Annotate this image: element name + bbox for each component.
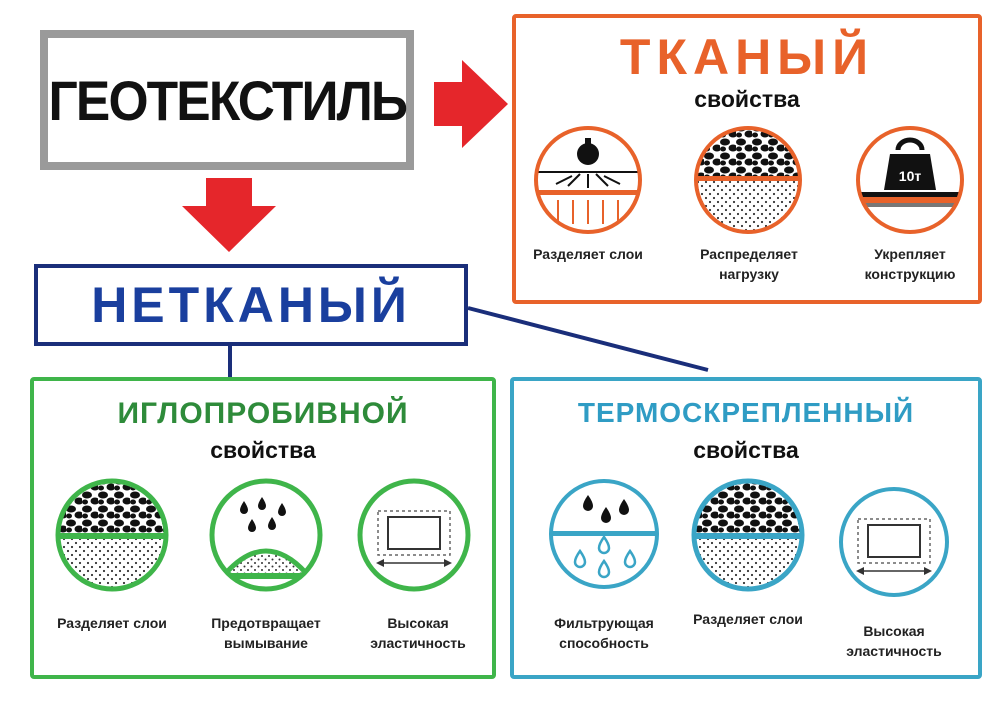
filtration-icon [549, 479, 659, 589]
thermo-subtitle: свойства [693, 437, 799, 463]
needle-caption-3-line2: эластичность [370, 635, 466, 651]
root-title: ГЕОТЕКСТИЛЬ [48, 68, 407, 132]
layer-separation-icon [691, 478, 805, 592]
layer-separation-icon [55, 478, 169, 592]
woven-caption-2-line1: Распределяет [700, 246, 798, 262]
layer-separation-icon [534, 126, 642, 234]
root-box: ГЕОТЕКСТИЛЬ [40, 30, 414, 170]
nonwoven-box: НЕТКАНЫЙ [34, 264, 468, 346]
nonwoven-title: НЕТКАНЫЙ [91, 277, 411, 333]
elasticity-icon [839, 487, 949, 597]
woven-subtitle: свойства [694, 86, 800, 112]
thermo-title: ТЕРМОСКРЕПЛЕННЫЙ [577, 397, 915, 428]
woven-title: ТКАНЫЙ [619, 29, 875, 85]
needle-caption-2-line2: вымывание [224, 635, 308, 651]
load-distribution-icon [694, 126, 802, 234]
woven-caption-3-line1: Укрепляет [874, 246, 946, 262]
thermo-caption-2: Разделяет слои [693, 611, 803, 627]
arrow-right-icon [434, 60, 508, 148]
thermo-caption-3-line1: Высокая [863, 623, 925, 639]
thermo-bonded-panel: ТЕРМОСКРЕПЛЕННЫЙ свойства Фильтрующая сп… [510, 377, 982, 679]
needle-caption-1: Разделяет слои [57, 615, 167, 631]
needle-title: ИГЛОПРОБИВНОЙ [117, 397, 409, 430]
thermo-caption-3-line2: эластичность [846, 643, 942, 659]
weight-reinforce-icon: 10т [856, 126, 964, 234]
connector-line-thermo [467, 306, 709, 372]
woven-caption-1: Разделяет слои [533, 246, 643, 262]
thermo-caption-1-line1: Фильтрующая [554, 615, 654, 631]
woven-caption-2-line2: нагрузку [719, 266, 779, 282]
weight-text: 10т [899, 168, 922, 184]
thermo-caption-1-line2: способность [559, 635, 649, 651]
elasticity-icon [357, 478, 471, 592]
needle-caption-3-line1: Высокая [387, 615, 449, 631]
needle-subtitle: свойства [210, 437, 316, 463]
washout-prevention-icon [209, 478, 323, 592]
needle-caption-2-line1: Предотвращает [211, 615, 321, 631]
woven-caption-3-line2: конструкцию [864, 266, 956, 282]
arrow-down-icon [182, 178, 276, 252]
woven-panel: ТКАНЫЙ свойства Разделяет слои [512, 14, 982, 304]
needle-punched-panel: ИГЛОПРОБИВНОЙ свойства Разделяет слои [30, 377, 496, 679]
